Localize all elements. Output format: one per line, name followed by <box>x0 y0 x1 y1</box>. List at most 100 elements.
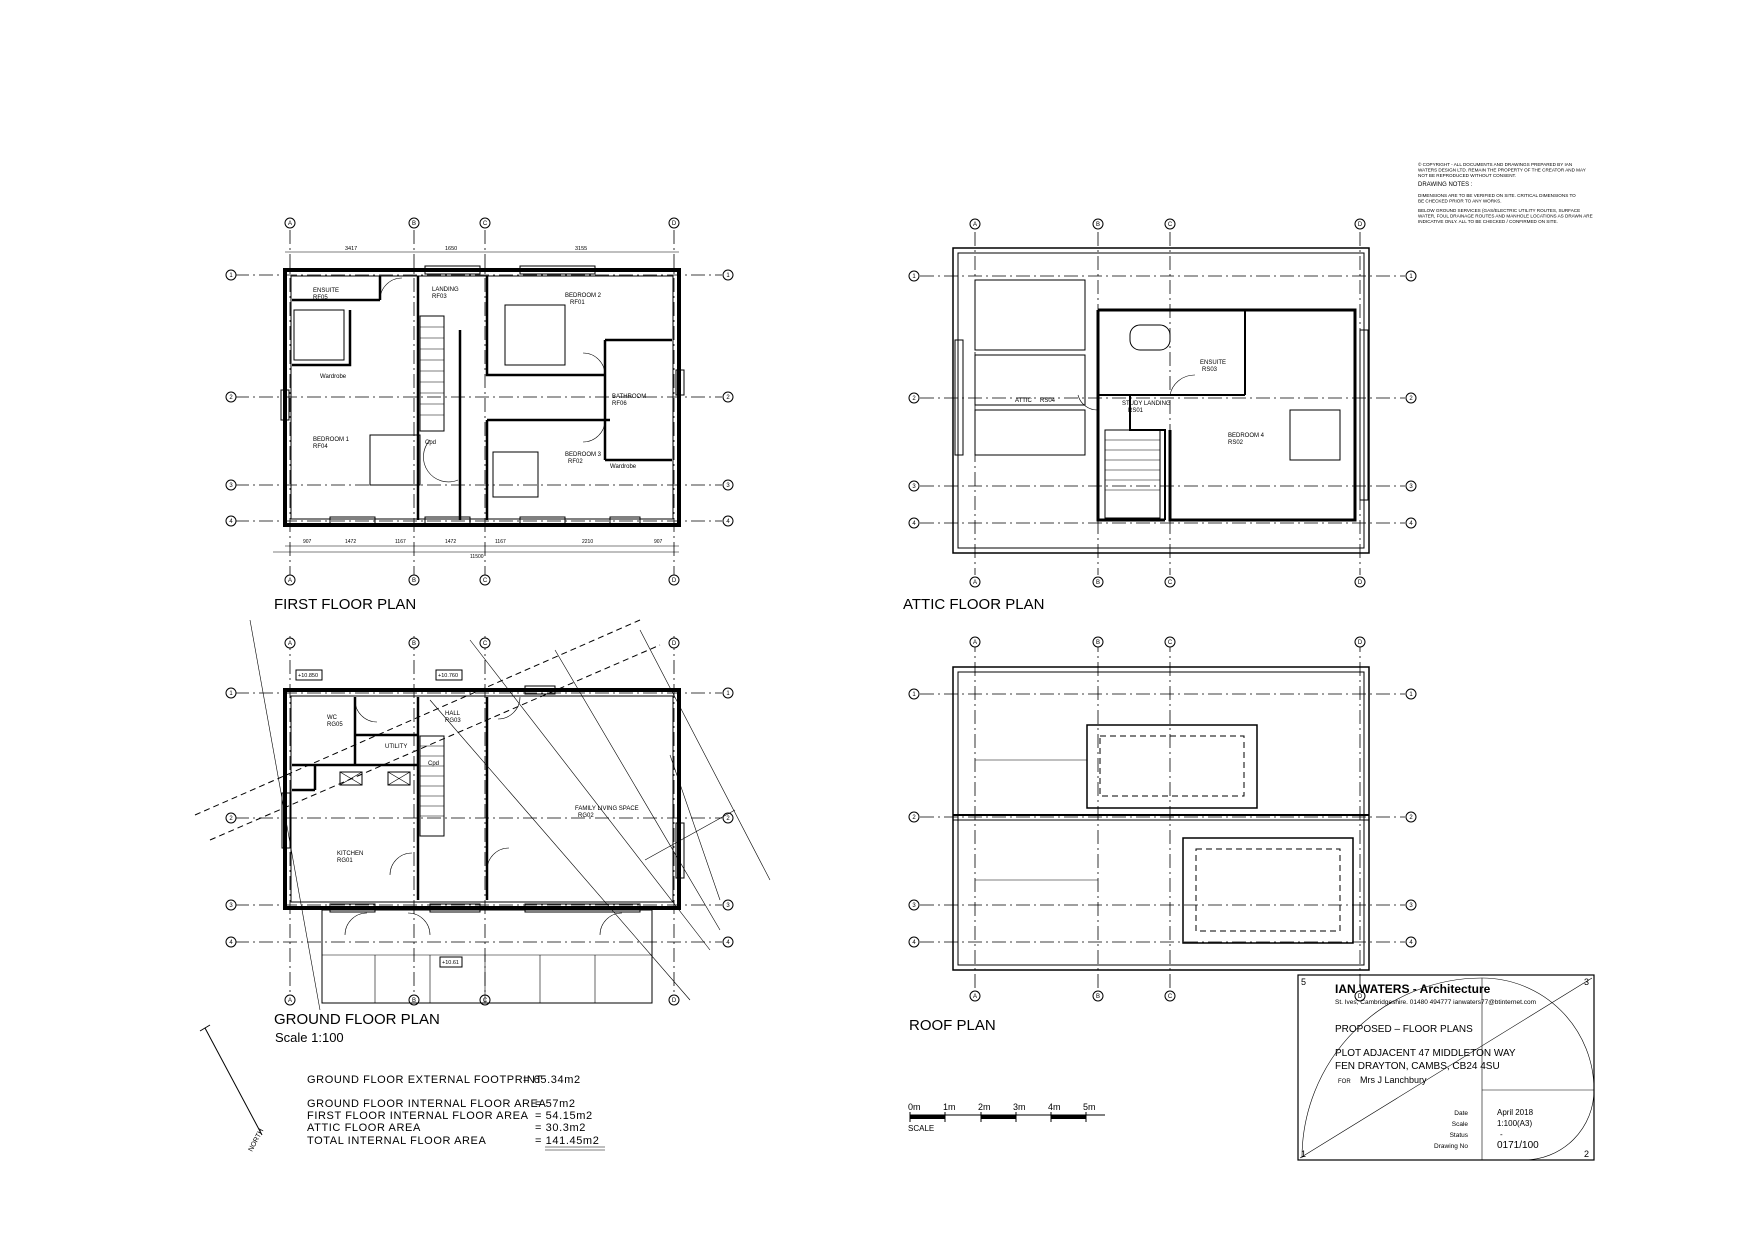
room-bedroom-4: BEDROOM 4 <box>1228 433 1265 439</box>
notes-heading: DRAWING NOTES : <box>1418 182 1473 188</box>
attic-grid-d: D <box>1358 222 1363 228</box>
attic-floor-title: ATTIC FLOOR PLAN <box>903 596 1044 613</box>
roof-plan-title: ROOF PLAN <box>909 1017 996 1034</box>
area-first-label: FIRST FLOOR INTERNAL FLOOR AREA <box>307 1110 529 1122</box>
room-attic: ATTIC <box>1015 398 1033 404</box>
attic-grid-c: C <box>1168 222 1173 228</box>
attic-grid-a: A <box>973 222 977 228</box>
scale-label: SCALE <box>908 1124 934 1133</box>
ground-grid-1-right: 1 <box>726 691 730 697</box>
area-schedule: GROUND FLOOR EXTERNAL FOOTPRINT = 65.34m… <box>307 1074 605 1151</box>
scale-tick-3: 3m <box>1013 1102 1026 1112</box>
grid-label-3-right: 3 <box>726 483 730 489</box>
roof-grid-a: A <box>973 640 977 646</box>
scale-bar: 0m 1m 2m 3m 4m 5m SCALE <box>908 1102 1105 1133</box>
attic-stair <box>1104 429 1161 519</box>
attic-grid-4-right: 4 <box>1409 521 1413 527</box>
room-bedroom-2: BEDROOM 2 <box>565 293 602 299</box>
scale-tick-0: 0m <box>908 1102 921 1112</box>
services-note: BELOW GROUND SERVICES (GAS/ELECTRIC UTIL… <box>1418 208 1593 224</box>
grid-label-1: 1 <box>229 273 233 279</box>
grid-label-a-bottom: A <box>288 578 292 584</box>
scale-tick-4: 4m <box>1048 1102 1061 1112</box>
room-ensuite-attic-code: RS03 <box>1202 367 1218 373</box>
copyright-note: © COPYRIGHT - ALL DOCUMENTS AND DRAWINGS… <box>1418 161 1586 178</box>
grid-label-2: 2 <box>229 395 233 401</box>
dim-overall: 11500 <box>470 554 484 560</box>
level-1: +10.850 <box>298 673 318 679</box>
tb-firm: IAN WATERS - Architecture <box>1335 982 1491 996</box>
dim-bot-3: 1167 <box>395 539 406 545</box>
level-2: +10.760 <box>438 673 458 679</box>
grid-bubble-c <box>479 217 491 229</box>
ground-grid-2-right: 2 <box>726 816 730 822</box>
attic-grid-c-bottom: C <box>1168 580 1173 586</box>
dim-bot-7: 907 <box>654 539 663 545</box>
room-bedroom-1: BEDROOM 1 <box>313 437 350 443</box>
dim-bot-5: 1167 <box>495 539 506 545</box>
tb-corner-1: 1 <box>1301 1149 1306 1159</box>
attic-grid-2: 2 <box>912 396 916 402</box>
room-study-landing: STUDY LANDING <box>1122 401 1171 407</box>
ground-grid-4-right: 4 <box>726 940 730 946</box>
ground-grid-d-bottom: D <box>672 998 677 1004</box>
roof-grid-3-right: 3 <box>1409 903 1413 909</box>
grid-label-4-right: 4 <box>726 519 730 525</box>
tb-date-label: Date <box>1454 1110 1468 1117</box>
room-study-landing-code: RS01 <box>1128 408 1144 414</box>
north-arrow: NORTH <box>199 1024 265 1153</box>
room-wc-code: RG05 <box>327 722 343 728</box>
attic-grid-1: 1 <box>912 274 916 280</box>
room-bathroom-code: RF06 <box>612 401 627 407</box>
room-utility: UTILITY <box>385 744 407 750</box>
area-ground-label: GROUND FLOOR INTERNAL FLOOR AREA <box>307 1098 546 1110</box>
roof-outline <box>952 666 1370 971</box>
room-cupboard-first: Cpd <box>425 440 436 446</box>
dim-bot-1: 907 <box>303 539 312 545</box>
attic-grid-3-right: 3 <box>1409 484 1413 490</box>
roof-grid-3: 3 <box>912 903 916 909</box>
tb-corner-2: 2 <box>1584 1149 1589 1159</box>
tb-scale: 1:100(A3) <box>1497 1119 1532 1128</box>
room-wardrobe-1: Wardrobe <box>320 374 347 380</box>
ground-floor-external-wall <box>283 688 681 910</box>
attic-grid-d-bottom: D <box>1358 580 1363 586</box>
dim-bot-4: 1472 <box>445 539 456 545</box>
tb-corner-5: 5 <box>1301 977 1306 987</box>
dim-top-2: 1650 <box>445 246 457 252</box>
level-3: +10.61 <box>442 960 459 966</box>
roof-grid-4: 4 <box>912 940 916 946</box>
roof-light-2 <box>1182 837 1354 944</box>
tb-site-line2: FEN DRAYTON, CAMBS, CB24 4SU <box>1335 1061 1500 1072</box>
attic-grid-b-bottom: B <box>1096 580 1100 586</box>
room-landing: LANDING <box>432 287 459 293</box>
first-floor-plan: A B C D A B C D 1 2 3 4 1 2 3 4 <box>225 217 734 613</box>
dim-bot-6: 2210 <box>582 539 593 545</box>
tb-address: St. Ives, Cambridgeshire. 01480 494777 i… <box>1335 999 1536 1006</box>
attic-grid-4: 4 <box>912 521 916 527</box>
attic-floor-plan: A B C D A B C D 1 2 3 4 1 2 3 4 ENSUITE <box>903 218 1417 613</box>
room-bedroom-3-code: RF02 <box>568 459 583 465</box>
room-ensuite-first: ENSUITE <box>313 288 339 294</box>
tb-status-label: Status <box>1450 1132 1469 1139</box>
tb-site-line1: PLOT ADJACENT 47 MIDDLETON WAY <box>1335 1048 1516 1059</box>
grid-label-4: 4 <box>229 519 233 525</box>
dim-top-1: 3417 <box>345 246 357 252</box>
roof-plan: A B C D A B C D 1 2 3 4 1 2 3 4 ROOF PLA… <box>908 636 1417 1034</box>
area-attic-label: ATTIC FLOOR AREA <box>307 1122 421 1134</box>
tb-scale-label: Scale <box>1452 1121 1469 1128</box>
roof-grid-d: D <box>1358 640 1363 646</box>
scale-tick-2: 2m <box>978 1102 991 1112</box>
ground-floor-plan: A B C D A B C D 1 2 3 4 1 2 3 4 <box>194 619 771 1045</box>
tb-drawing-no-label: Drawing No <box>1434 1143 1468 1150</box>
room-hall: HALL <box>445 711 461 717</box>
grid-label-3: 3 <box>229 483 233 489</box>
roof-grid-1: 1 <box>912 692 916 698</box>
tb-corner-3: 3 <box>1584 977 1589 987</box>
roof-grid-a-bottom: A <box>973 994 977 1000</box>
grid-label-d-bottom: D <box>672 578 677 584</box>
first-floor-dimensions: 3417 1650 3155 907 1472 1167 1472 1167 2… <box>273 246 679 560</box>
dim-bot-2: 1472 <box>345 539 356 545</box>
first-floor-title: FIRST FLOOR PLAN <box>274 596 416 613</box>
tb-drawing-title: PROPOSED – FLOOR PLANS <box>1335 1024 1473 1035</box>
